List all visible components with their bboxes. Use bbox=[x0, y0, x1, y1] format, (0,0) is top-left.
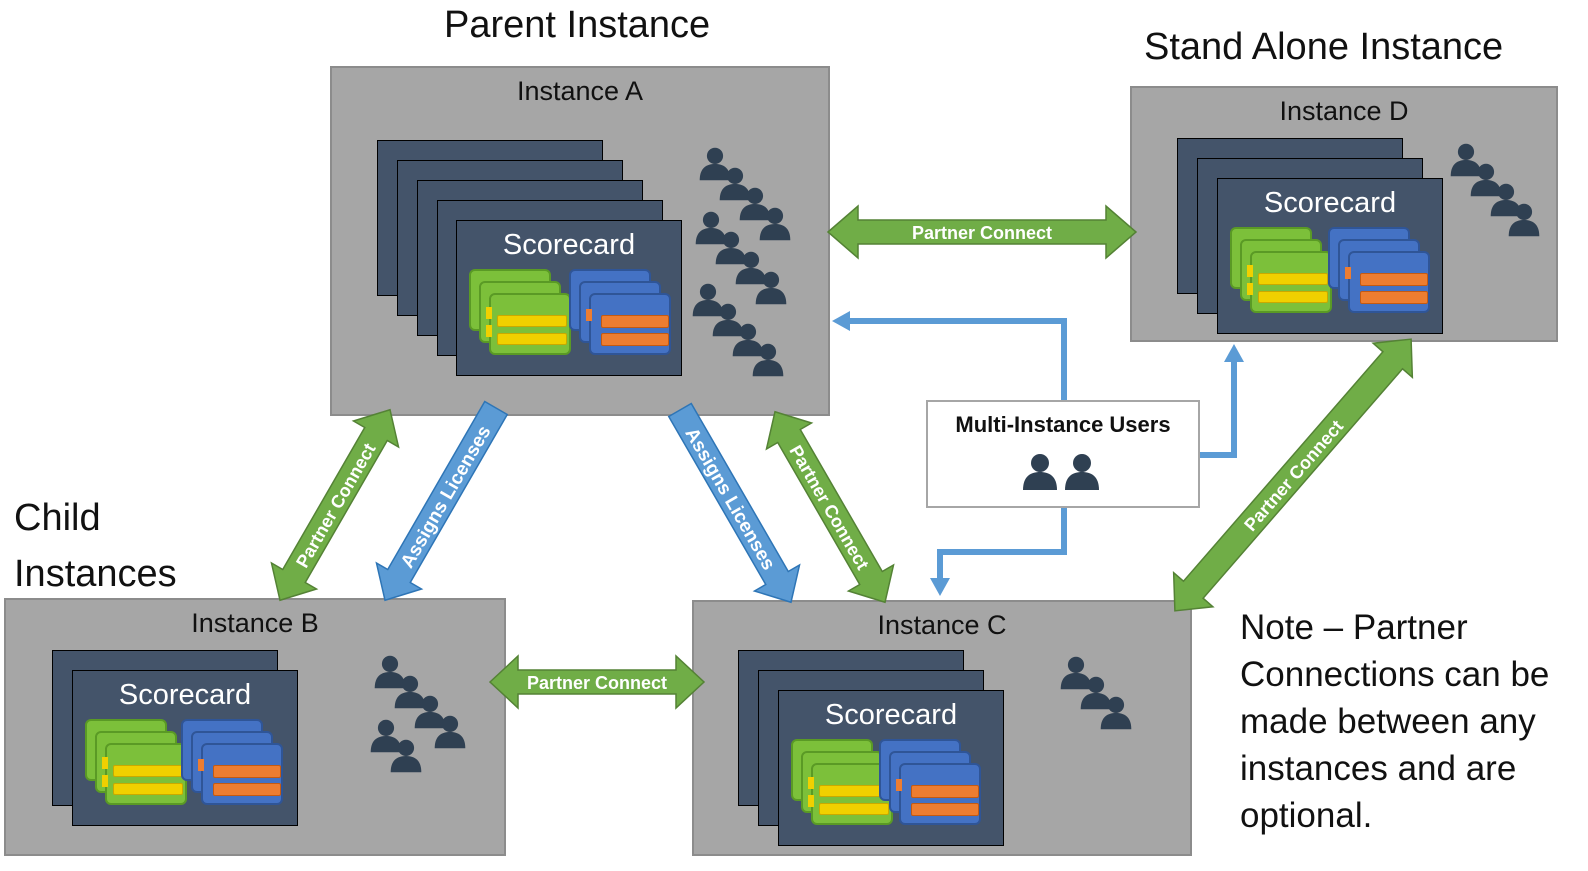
scorecard-title: Scorecard bbox=[502, 229, 636, 261]
assigns-licenses-label: Assigns Licenses bbox=[680, 424, 778, 574]
instance-d-title: Instance D bbox=[1279, 96, 1409, 126]
user-icon bbox=[1023, 454, 1057, 490]
standalone-instance-header: Stand Alone Instance bbox=[1144, 26, 1504, 68]
instance-d-users bbox=[1450, 143, 1540, 237]
partner-connect-label: Partner Connect bbox=[785, 442, 872, 573]
instance-a-users bbox=[692, 147, 791, 377]
partner-connect-label: Partner Connect bbox=[912, 223, 1052, 243]
scorecard-title: Scorecard bbox=[824, 699, 958, 731]
instance-b-users bbox=[370, 655, 466, 773]
instance-c-users bbox=[1060, 656, 1132, 730]
partner-connect-label: Partner Connect bbox=[527, 673, 667, 693]
parent-instance-header: Parent Instance bbox=[444, 4, 711, 46]
child-instances-header: Child Instances bbox=[14, 497, 177, 595]
user-icon bbox=[370, 719, 402, 753]
instance-d-box[interactable]: Instance D Scorecard bbox=[1130, 86, 1558, 342]
scorecard-icon[interactable]: Scorecard bbox=[456, 220, 682, 376]
user-icon bbox=[374, 655, 406, 689]
multi-user-connectors bbox=[846, 318, 1237, 582]
partner-connect-label: Partner Connect bbox=[292, 440, 379, 571]
instance-a-box[interactable]: Instance A Scorecard bbox=[330, 66, 830, 416]
multi-instance-users-box[interactable]: Multi-Instance Users bbox=[926, 400, 1200, 508]
user-icon bbox=[692, 283, 724, 317]
arrowhead-to-instance-a bbox=[832, 311, 850, 331]
arrowhead-to-instance-d bbox=[1224, 344, 1244, 362]
assigns-licenses-label: Assigns Licenses bbox=[397, 422, 495, 572]
partner-connect-label: Partner Connect bbox=[1240, 416, 1347, 535]
partner-connections-note: Note – Partner Connections can be made b… bbox=[1240, 608, 1550, 835]
multi-instance-users-label: Multi-Instance Users bbox=[955, 412, 1171, 437]
scorecard-icon[interactable]: Scorecard bbox=[778, 690, 1004, 846]
arrowhead-to-instance-c bbox=[930, 578, 950, 596]
instance-c-box[interactable]: Instance C Scorecard bbox=[692, 600, 1192, 856]
user-icon bbox=[1065, 454, 1099, 490]
user-icon bbox=[695, 211, 727, 245]
instance-a-title: Instance A bbox=[516, 76, 644, 106]
user-icon bbox=[1060, 656, 1092, 690]
partner-connect-arrow-d-c: Partner Connect bbox=[1172, 338, 1414, 612]
scorecard-icon[interactable]: Scorecard bbox=[72, 670, 298, 826]
instance-c-title: Instance C bbox=[877, 610, 1007, 640]
partner-connect-arrow-b-c: Partner Connect bbox=[488, 654, 706, 710]
scorecard-icon[interactable]: Scorecard bbox=[1217, 178, 1443, 334]
user-icon bbox=[699, 147, 731, 181]
scorecard-title: Scorecard bbox=[118, 679, 252, 711]
user-icon bbox=[1450, 143, 1482, 177]
instance-b-title: Instance B bbox=[191, 608, 319, 638]
scorecard-title: Scorecard bbox=[1263, 187, 1397, 219]
partner-connect-arrow-a-d: Partner Connect bbox=[826, 204, 1138, 260]
multi-instance-user-icons bbox=[1023, 454, 1099, 490]
